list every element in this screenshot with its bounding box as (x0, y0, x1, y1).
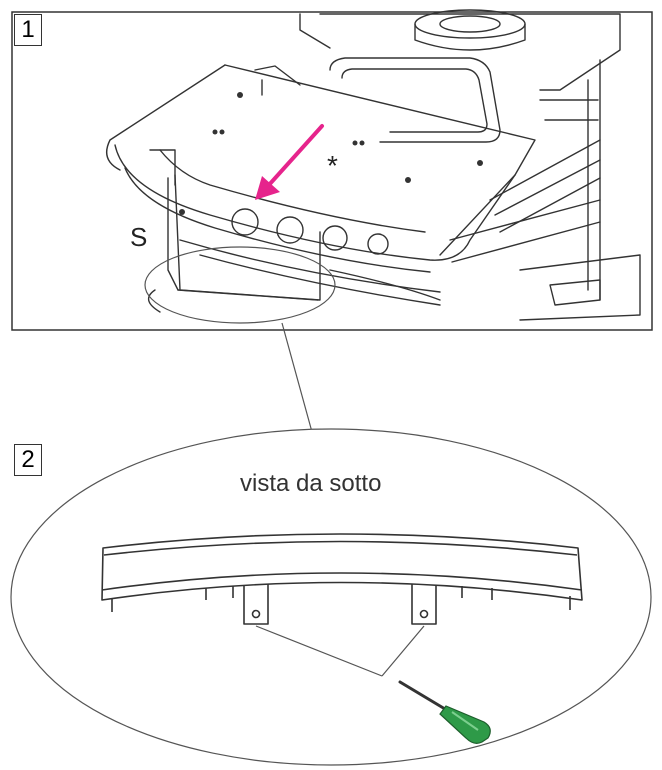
panel-s-callout: S (130, 222, 148, 252)
bezel-underside-drawing (101, 533, 583, 625)
arrow-icon (255, 124, 324, 200)
highlight-ellipse (144, 246, 336, 324)
screwdriver-icon (398, 680, 491, 744)
tab-pointer-lines (255, 625, 425, 677)
step-2-badge: 2 (14, 444, 42, 476)
step-1-badge: 1 (14, 14, 42, 46)
cover-star-callout: * (327, 150, 338, 181)
detail-ellipse (10, 428, 652, 766)
detail-view-caption: vista da sotto (240, 470, 382, 497)
connector-line (281, 322, 313, 433)
boiler-assembly-drawing (106, 9, 641, 321)
